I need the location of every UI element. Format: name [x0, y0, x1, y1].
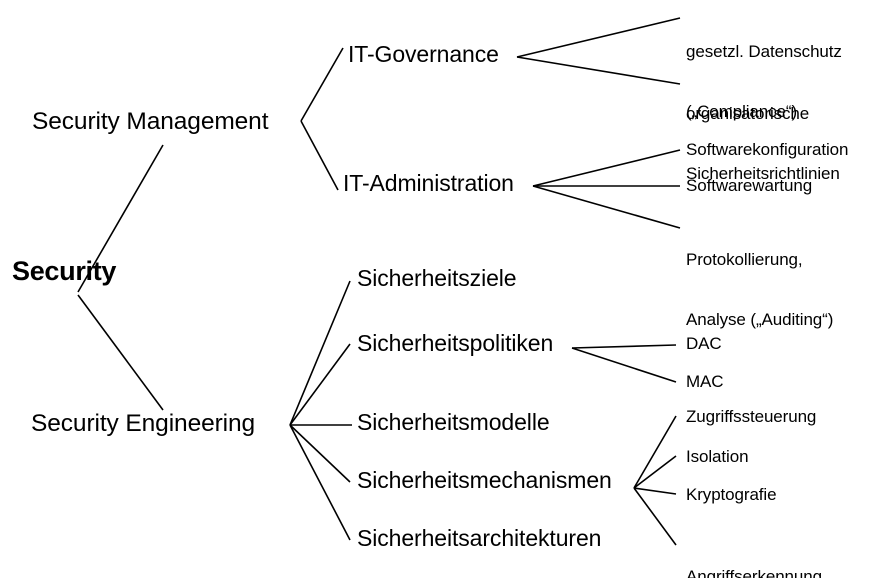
- node-protokollierung-analyse[interactable]: Protokollierung, Analyse („Auditing“): [686, 210, 833, 370]
- node-kryptografie[interactable]: Kryptografie: [686, 485, 777, 504]
- node-sicherheitsarchitekturen[interactable]: Sicherheitsarchitekturen: [357, 525, 602, 551]
- node-sicherheitspolitiken[interactable]: Sicherheitspolitiken: [357, 330, 554, 356]
- node-dac[interactable]: DAC: [686, 334, 722, 353]
- node-security-root[interactable]: Security: [12, 256, 117, 286]
- node-angriffserkennung[interactable]: Angriffserkennung (Intrusion Detection): [686, 527, 837, 578]
- edge-sicherheitspolitiken-to-dac: [571, 344, 677, 349]
- edge-sicherheitsmechanismen-to-angriffserkennung: [633, 487, 677, 546]
- node-isolation[interactable]: Isolation: [686, 447, 749, 466]
- node-organisatorische-sicherheitsrichtlinien[interactable]: organisatorische Sicherheitsrichtlinien: [686, 64, 840, 224]
- node-angriffserkennung-line1: Angriffserkennung: [686, 567, 822, 578]
- node-organisatorische-line1: organisatorische: [686, 104, 810, 124]
- node-gesetzl-datenschutz[interactable]: gesetzl. Datenschutz („Compliance“): [686, 2, 842, 162]
- node-gesetzl-datenschutz-line1: gesetzl. Datenschutz: [686, 42, 842, 62]
- node-softwarewartung[interactable]: Softwarewartung: [686, 176, 813, 195]
- node-it-governance[interactable]: IT-Governance: [348, 41, 499, 67]
- edge-sicherheitsmechanismen-to-kryptografie: [633, 487, 677, 495]
- edge-it-administration-to-softwarekonfiguration: [532, 149, 681, 187]
- node-protokollierung-line2: Analyse („Auditing“): [686, 310, 834, 330]
- edge-security-engineering-to-sicherheitsmechanismen: [289, 424, 351, 483]
- edge-sicherheitsmechanismen-to-zugriffssteuerung: [633, 415, 677, 489]
- edge-security-to-security-engineering: [77, 294, 164, 411]
- node-sicherheitsmechanismen[interactable]: Sicherheitsmechanismen: [357, 467, 612, 493]
- edge-security-engineering-to-sicherheitsziele: [289, 280, 351, 426]
- node-softwarekonfiguration[interactable]: Softwarekonfiguration: [686, 140, 849, 159]
- edge-sicherheitsmechanismen-to-isolation: [633, 455, 677, 489]
- node-organisatorische-line2: Sicherheitsrichtlinien: [686, 164, 840, 184]
- node-gesetzl-datenschutz-line2: („Compliance“): [686, 102, 798, 122]
- edge-sicherheitspolitiken-to-mac: [571, 347, 677, 383]
- node-sicherheitsmodelle[interactable]: Sicherheitsmodelle: [357, 409, 550, 435]
- edge-security-engineering-to-sicherheitsarchitekturen: [289, 424, 351, 541]
- edge-it-governance-to-gesetzl-datenschutz: [516, 17, 681, 58]
- edge-security-to-security-management: [77, 144, 164, 293]
- edge-it-administration-to-protokollierung: [532, 185, 681, 229]
- node-zugriffssteuerung[interactable]: Zugriffssteuerung: [686, 407, 817, 426]
- node-security-engineering[interactable]: Security Engineering: [31, 410, 256, 437]
- node-security-management[interactable]: Security Management: [32, 108, 269, 135]
- node-protokollierung-line1: Protokollierung,: [686, 250, 803, 270]
- node-mac[interactable]: MAC: [686, 372, 724, 391]
- edge-it-governance-to-organisatorische-richtlinien: [516, 56, 681, 85]
- edge-security-management-to-it-governance: [300, 47, 344, 122]
- edge-security-engineering-to-sicherheitspolitiken: [289, 343, 351, 426]
- node-it-administration[interactable]: IT-Administration: [343, 170, 514, 196]
- node-sicherheitsziele[interactable]: Sicherheitsziele: [357, 265, 517, 291]
- edge-security-management-to-it-administration: [300, 120, 339, 191]
